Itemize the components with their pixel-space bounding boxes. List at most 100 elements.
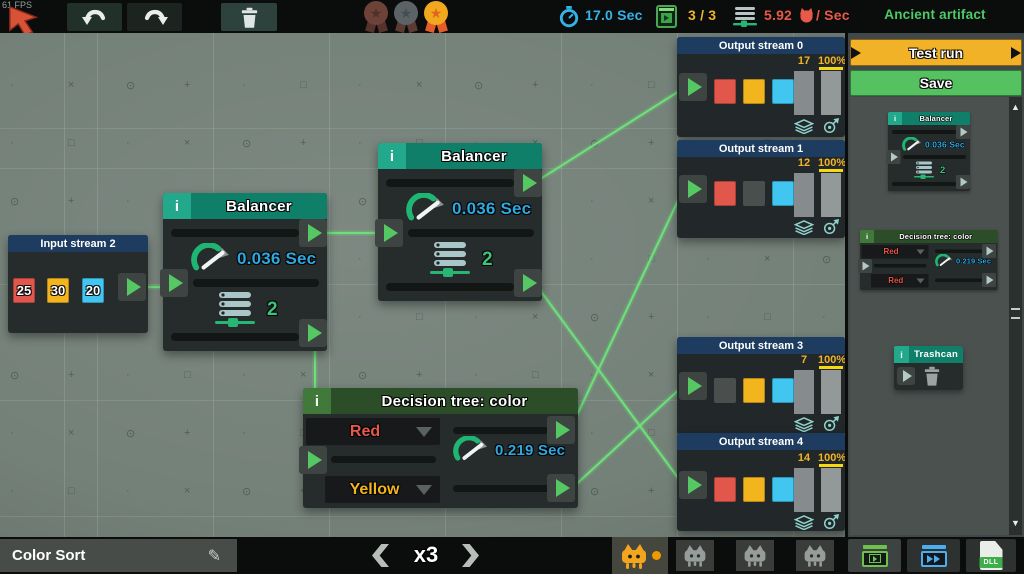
capacity-value: 2 (267, 299, 278, 320)
process-time: 0.036 Sec (925, 140, 965, 150)
count-bar (794, 370, 814, 414)
test-run-button[interactable]: Test run (850, 39, 1022, 66)
output-port[interactable] (514, 169, 542, 197)
balancer-node-1[interactable]: i Balancer 0.036 Sec 2 (160, 193, 327, 351)
node-title: Decision tree: color (331, 388, 578, 414)
output-port[interactable] (547, 416, 575, 444)
output-stream-3[interactable]: Output stream 3 7 100% (677, 337, 845, 435)
goal-value: 3 / 3 (688, 7, 717, 23)
io-view-button[interactable] (848, 539, 901, 572)
scrollbar[interactable]: ▲ ▼ (1009, 97, 1022, 535)
income-unit: / Sec (816, 7, 850, 23)
trash-icon (241, 7, 257, 28)
info-button[interactable]: i (378, 143, 406, 169)
dll-label: DLL (979, 557, 1003, 568)
capacity-value: 2 (482, 249, 493, 270)
data-chip (743, 378, 765, 403)
schema-canvas[interactable]: ·×⊙+·□·×⊙+·□·×⊙·□·×⊙+·□·×⊙+·□·⊙+·□·×⊙+·□… (0, 33, 845, 537)
output-port[interactable] (514, 269, 542, 297)
speed-down-chevron[interactable] (372, 544, 389, 567)
output-port[interactable] (299, 319, 327, 347)
data-chip (772, 477, 794, 502)
count-bar (794, 173, 814, 217)
edit-pencil-icon[interactable]: ✎ (207, 547, 221, 565)
progress-bar (171, 229, 299, 237)
scheme-tab-2[interactable] (676, 540, 714, 571)
info-button[interactable]: i (860, 230, 874, 243)
target-icon[interactable] (823, 415, 840, 432)
input-port[interactable] (375, 219, 403, 247)
speed-gauge-icon (406, 193, 444, 221)
data-chip (714, 181, 736, 206)
info-button[interactable]: i (888, 112, 902, 125)
input-port[interactable] (299, 446, 327, 474)
progress-bar (453, 485, 549, 492)
output-stream-1[interactable]: Output stream 1 12 100% (677, 140, 845, 238)
decision-option-bottom: Red (871, 274, 929, 288)
info-button[interactable]: i (303, 388, 331, 414)
node-title: Output stream 0 (677, 37, 845, 54)
info-button[interactable]: i (894, 346, 909, 363)
target-icon[interactable] (823, 218, 840, 235)
delete-button[interactable] (221, 3, 277, 31)
balancer-node-2[interactable]: i Balancer 0.036 Sec 2 (375, 143, 542, 301)
undo-button[interactable] (67, 3, 122, 31)
input-port[interactable] (679, 471, 707, 499)
decision-option-top[interactable]: Red (306, 418, 440, 445)
info-button[interactable]: i (163, 193, 191, 219)
output-stream-4[interactable]: Output stream 4 14 100% (677, 433, 845, 531)
input-port[interactable] (679, 372, 707, 400)
process-time: 0.036 Sec (452, 199, 532, 218)
speed-up-chevron[interactable] (462, 544, 479, 567)
decision-tree-node[interactable]: i Decision tree: color Red Yellow 0.219 … (299, 388, 578, 508)
node-title: Output stream 3 (677, 337, 845, 354)
accuracy-bar (821, 468, 841, 512)
undo-icon (81, 9, 105, 25)
scheme-tab-active[interactable] (612, 537, 668, 574)
trashcan-preview[interactable]: i Trashcan (894, 346, 963, 390)
count-value: 7 (800, 354, 808, 366)
scheme-tab-3[interactable] (736, 540, 774, 571)
scrollbar-thumb[interactable] (1011, 308, 1020, 319)
layers-icon[interactable] (794, 119, 814, 134)
count-value: 12 (797, 157, 811, 169)
dll-file-icon: DLL (979, 541, 1003, 570)
input-port[interactable] (160, 269, 188, 297)
progress-bar (171, 333, 299, 341)
cat-icon (744, 545, 766, 567)
progress-bar (386, 179, 514, 187)
process-time: 0.036 Sec (237, 249, 317, 268)
output-port[interactable] (118, 273, 146, 301)
input-port[interactable] (679, 73, 707, 101)
output-port[interactable] (299, 219, 327, 247)
data-chip (714, 79, 736, 104)
timer-value: 17.0 Sec (585, 7, 643, 23)
data-chip (772, 378, 794, 403)
input-port[interactable] (679, 175, 707, 203)
solution-name-panel[interactable]: Color Sort ✎ (0, 539, 237, 572)
chevron-down-icon (416, 484, 433, 495)
scheme-tab-4[interactable] (796, 540, 834, 571)
goal-line (819, 366, 843, 369)
input-stream-node[interactable]: Input stream 2 25 30 20 (8, 235, 148, 333)
dll-button[interactable]: DLL (966, 539, 1016, 572)
scroll-up-icon[interactable]: ▲ (1011, 102, 1020, 112)
fast-forward-view-button[interactable] (907, 539, 960, 572)
medal-silver-icon: ★ (393, 1, 420, 33)
scroll-down-icon[interactable]: ▼ (1011, 518, 1020, 528)
redo-button[interactable] (127, 3, 182, 31)
target-icon[interactable] (823, 513, 840, 530)
notification-dot (652, 551, 661, 560)
save-button[interactable]: Save (850, 70, 1022, 96)
count-value: 14 (797, 452, 811, 464)
layers-icon[interactable] (794, 515, 814, 530)
layers-icon[interactable] (794, 417, 814, 432)
target-icon[interactable] (823, 117, 840, 134)
decision-option-bottom[interactable]: Yellow (325, 476, 440, 503)
wire[interactable] (143, 86, 686, 492)
output-port[interactable] (547, 474, 575, 502)
output-port (982, 273, 996, 287)
output-stream-0[interactable]: Output stream 0 17 100% (677, 37, 845, 137)
data-chip (772, 181, 794, 206)
layers-icon[interactable] (794, 220, 814, 235)
